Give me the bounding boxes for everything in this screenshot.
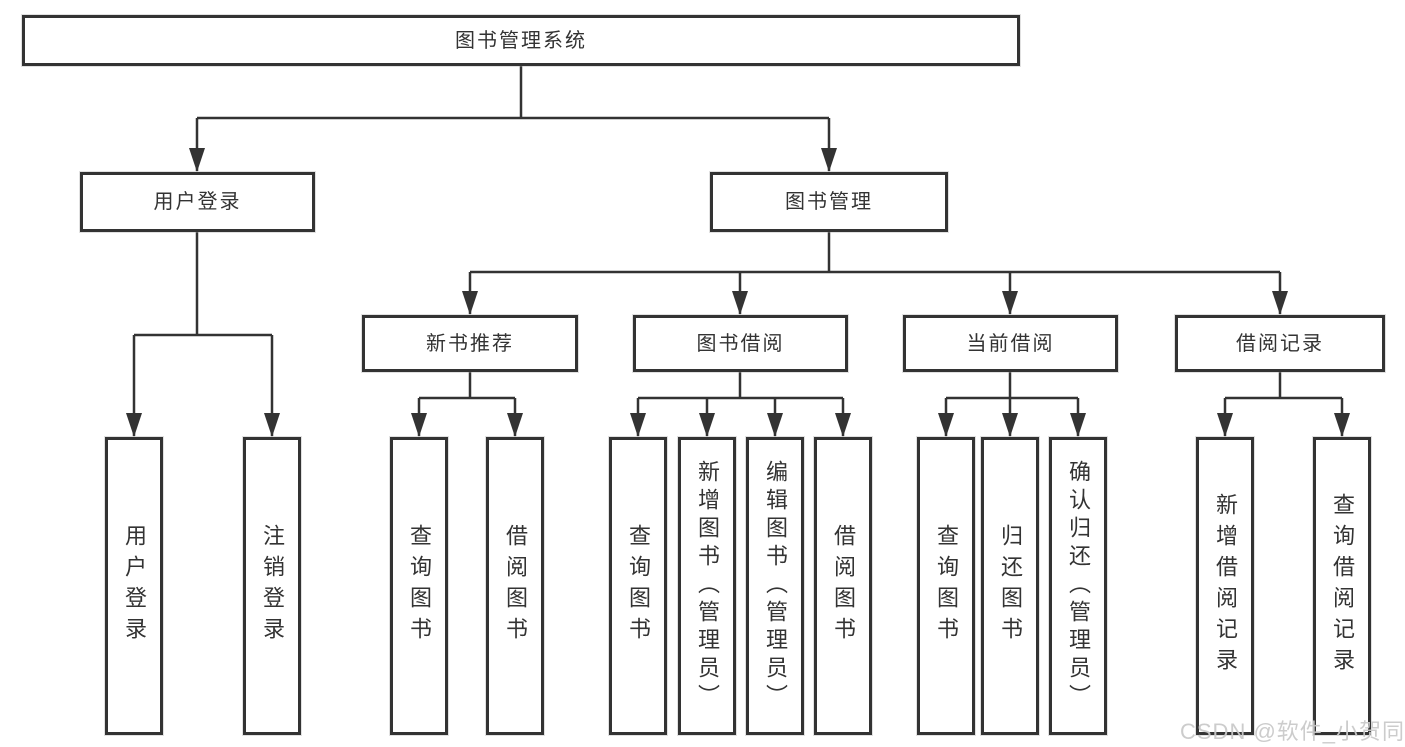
leaf-user-login: 用户登录 <box>105 437 163 735</box>
node-label: 用户登录 <box>122 524 147 648</box>
node-label: 借阅图书 <box>503 524 528 648</box>
leaf-query-books-current: 查询图书 <box>917 437 975 735</box>
node-label: 归还图书 <box>998 524 1023 648</box>
node-label: 图书管理 <box>785 191 873 213</box>
node-label: 图书管理系统 <box>455 29 587 52</box>
leaf-add-books-admin: 新增图书（管理员） <box>678 437 736 735</box>
leaf-query-borrow-record: 查询借阅记录 <box>1313 437 1371 735</box>
node-new-book-recommend: 新书推荐 <box>362 315 578 372</box>
node-label: 借阅图书 <box>831 524 856 648</box>
node-label: 图书借阅 <box>696 332 785 355</box>
leaf-query-books-borrow: 查询图书 <box>609 437 667 735</box>
node-label: 新增图书（管理员） <box>695 460 720 712</box>
connector-lines <box>126 66 1350 437</box>
node-label: 查询图书 <box>626 524 651 648</box>
node-label: 注销登录 <box>260 524 285 648</box>
node-book-management-module: 图书管理 <box>710 172 948 232</box>
node-label: 当前借阅 <box>966 332 1055 355</box>
leaf-add-borrow-record: 新增借阅记录 <box>1196 437 1254 735</box>
leaf-borrow-books-recommend: 借阅图书 <box>486 437 544 735</box>
leaf-edit-books-admin: 编辑图书（管理员） <box>746 437 804 735</box>
node-label: 编辑图书（管理员） <box>763 460 788 712</box>
node-book-borrowing: 图书借阅 <box>633 315 848 372</box>
node-label: 查询图书 <box>407 524 432 648</box>
leaf-confirm-return-admin: 确认归还（管理员） <box>1049 437 1107 735</box>
node-current-borrowing: 当前借阅 <box>903 315 1118 372</box>
csdn-watermark: CSDN @软件_小贺同学 <box>1180 719 1405 744</box>
node-label: 查询借阅记录 <box>1330 493 1355 679</box>
node-root-system: 图书管理系统 <box>22 15 1020 66</box>
leaf-return-books: 归还图书 <box>981 437 1039 735</box>
node-label: 查询图书 <box>934 524 959 648</box>
node-label: 新书推荐 <box>426 332 514 355</box>
node-label: 新增借阅记录 <box>1213 493 1238 679</box>
node-label: 确认归还（管理员） <box>1066 460 1091 712</box>
node-label: 用户登录 <box>153 191 242 213</box>
node-label: 借阅记录 <box>1236 332 1324 355</box>
leaf-logout: 注销登录 <box>243 437 301 735</box>
node-borrowing-records: 借阅记录 <box>1175 315 1385 372</box>
leaf-borrow-books: 借阅图书 <box>814 437 872 735</box>
node-user-login-module: 用户登录 <box>80 172 315 232</box>
leaf-query-books-recommend: 查询图书 <box>390 437 448 735</box>
